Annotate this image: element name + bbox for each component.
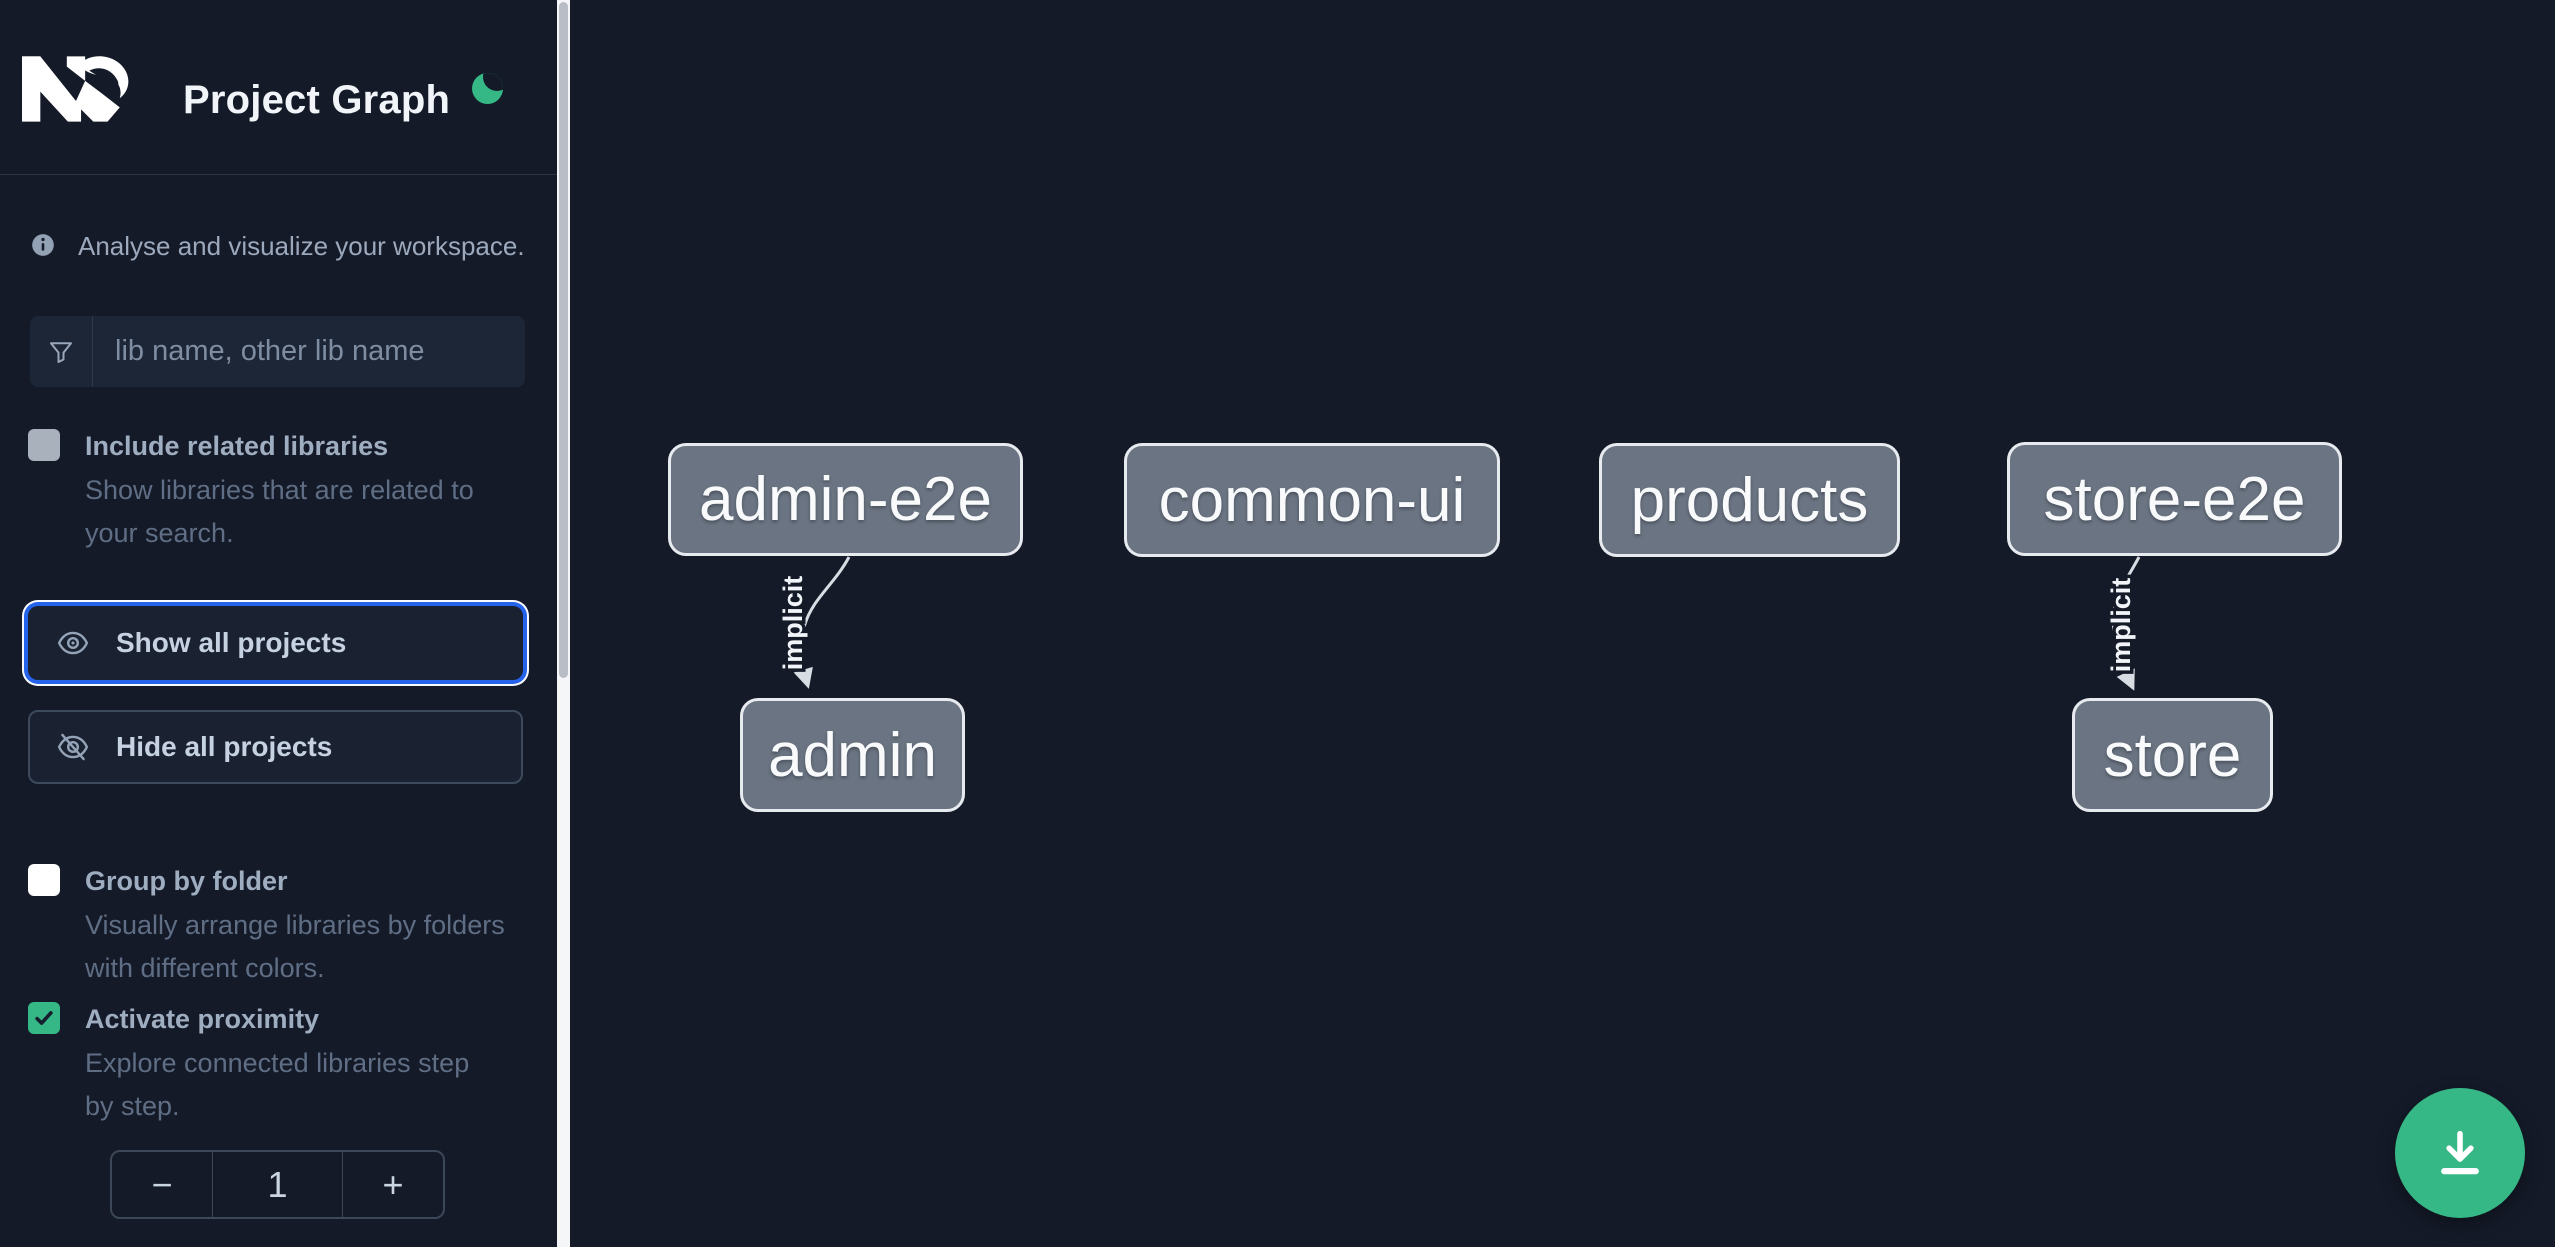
sidebar-scrollbar-track — [557, 0, 570, 1247]
theme-toggle-moon-icon[interactable] — [472, 73, 503, 104]
include-related-libraries-checkbox[interactable] — [28, 429, 60, 461]
graph-edges: implicit implicit — [775, 556, 2141, 691]
graph-node-store[interactable]: store — [2072, 698, 2273, 812]
option-group-by-folder: Group by folder Visually arrange librari… — [28, 864, 528, 990]
eye-icon — [57, 631, 89, 655]
option-label[interactable]: Include related libraries — [85, 431, 389, 461]
option-description: Show libraries that are related to your … — [85, 475, 474, 548]
option-activate-proximity: Activate proximity Explore connected lib… — [28, 1002, 528, 1128]
info-text: Analyse and visualize your workspace. — [78, 231, 525, 261]
edge-store-e2e-to-store — [2111, 556, 2141, 691]
info-banner: Analyse and visualize your workspace. — [30, 232, 530, 260]
filter-input-group — [30, 316, 525, 387]
button-label: Show all projects — [116, 627, 347, 658]
option-label[interactable]: Group by folder — [85, 866, 288, 896]
decrement-button[interactable]: − — [151, 1163, 173, 1205]
option-include-related-libraries: Include related libraries Show libraries… — [28, 429, 528, 555]
option-description: Explore connected libraries step by step… — [85, 1048, 470, 1121]
group-by-folder-checkbox[interactable] — [28, 864, 60, 896]
filter-funnel-icon — [30, 316, 93, 387]
sidebar: Project Graph Analyse and visualize your… — [0, 0, 557, 1247]
graph-node-store-e2e[interactable]: store-e2e — [2007, 442, 2342, 556]
increment-button[interactable]: + — [382, 1163, 404, 1205]
download-icon — [2441, 1130, 2479, 1175]
graph-node-admin-e2e[interactable]: admin-e2e — [668, 443, 1023, 556]
edge-label-implicit: implicit — [2106, 578, 2136, 673]
sidebar-header: Project Graph — [0, 0, 557, 175]
filter-input[interactable] — [93, 316, 525, 387]
nx-logo-icon — [22, 56, 129, 122]
proximity-depth-stepper: − 1 + — [110, 1150, 445, 1219]
show-all-projects-button[interactable]: Show all projects — [28, 606, 523, 680]
activate-proximity-checkbox[interactable] — [28, 1002, 60, 1034]
hide-all-projects-button[interactable]: Hide all projects — [28, 710, 523, 784]
project-graph-canvas[interactable]: implicit implicit admin-e2e common-ui pr… — [570, 0, 2555, 1247]
option-description: Visually arrange libraries by folders wi… — [85, 910, 505, 983]
download-graph-button[interactable] — [2395, 1088, 2525, 1218]
edge-label-implicit: implicit — [778, 576, 808, 671]
info-icon — [32, 234, 54, 256]
option-label[interactable]: Activate proximity — [85, 1004, 320, 1034]
graph-node-admin[interactable]: admin — [740, 698, 965, 812]
button-label: Hide all projects — [116, 731, 333, 762]
edge-admin-e2e-to-admin — [793, 556, 851, 689]
sidebar-scrollbar-thumb[interactable] — [559, 2, 568, 678]
page-title: Project Graph — [183, 78, 451, 122]
stepper-value: 1 — [212, 1152, 343, 1217]
graph-node-common-ui[interactable]: common-ui — [1124, 443, 1500, 557]
check-icon — [35, 1011, 53, 1025]
eye-off-icon — [57, 733, 89, 761]
graph-node-products[interactable]: products — [1599, 443, 1900, 557]
